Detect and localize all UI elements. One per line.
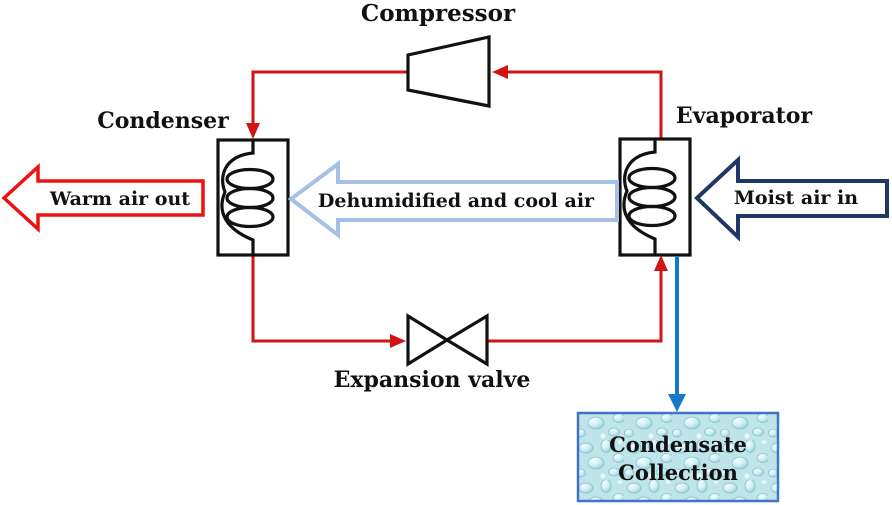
compressor-shape <box>406 35 491 108</box>
refrigerant-line-evaporator-to-compressor <box>506 70 663 140</box>
refrigerant-line-valve-to-evaporator <box>487 270 663 343</box>
dehumidified-air-arrow <box>287 160 619 240</box>
condenser-label: Condenser <box>97 108 229 134</box>
expansion-valve-shape <box>406 313 489 367</box>
refrigerant-loop <box>251 70 663 343</box>
expansion-valve-label: Expansion valve <box>334 367 531 393</box>
warm-air-out-label: Warm air out <box>49 188 190 210</box>
condensate-label-line2: Collection <box>618 460 738 485</box>
condenser-shape <box>216 138 290 257</box>
arrowhead-into-condenser <box>246 123 260 139</box>
compressor-label: Compressor <box>361 0 516 27</box>
condensate-arrowhead <box>668 394 686 412</box>
dehumidified-air-label: Dehumidified and cool air <box>318 190 595 212</box>
moist-air-in-arrow <box>694 155 889 242</box>
refrigerant-line-compressor-to-condenser <box>251 70 408 128</box>
arrowhead-into-compressor <box>492 65 508 79</box>
condensate-drain <box>668 256 686 412</box>
warm-air-out-arrow <box>1 163 205 233</box>
refrigerant-arrowheads <box>246 65 668 348</box>
condensate-label-line1: Condensate <box>609 432 747 457</box>
condensate-collection-box <box>576 411 780 503</box>
evaporator-shape <box>618 137 692 257</box>
refrigerant-line-condenser-to-valve <box>251 255 392 343</box>
arrowhead-into-evaporator <box>654 255 668 271</box>
arrowhead-into-valve <box>390 334 406 348</box>
moist-air-in-label: Moist air in <box>734 187 858 209</box>
evaporator-label: Evaporator <box>676 103 813 129</box>
